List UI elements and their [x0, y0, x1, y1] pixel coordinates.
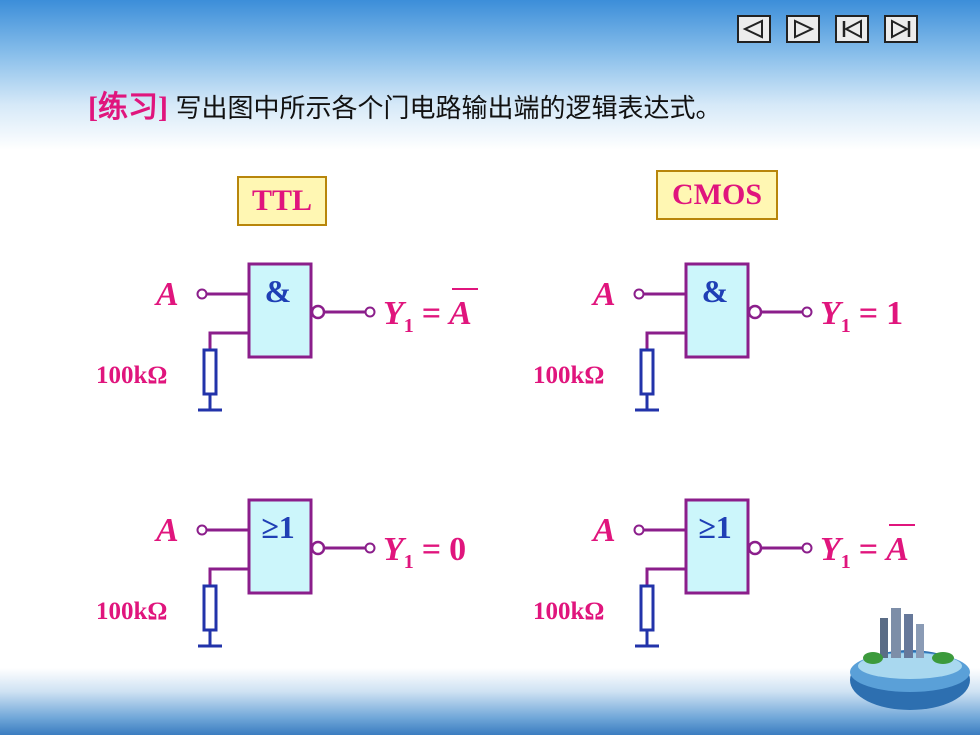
skip-first-icon — [842, 19, 862, 39]
output-expression: Y1=1 — [820, 295, 903, 337]
resistor — [202, 348, 218, 396]
inversion-bubble — [747, 304, 763, 320]
circuit-cmos-nor: A 100kΩ ≥1Y1=A — [533, 498, 915, 648]
resistor-label: 100kΩ — [533, 362, 604, 389]
gate-body — [247, 262, 313, 359]
cmos-label: CMOS — [656, 170, 778, 220]
gate-symbol: ≥1 — [261, 509, 295, 545]
input-label: A — [591, 512, 616, 549]
triangle-left-icon — [742, 19, 763, 39]
first-slide-button[interactable] — [835, 15, 869, 43]
gate-body — [684, 262, 750, 359]
resistor — [639, 584, 655, 632]
inversion-bubble — [310, 540, 326, 556]
resistor-label: 100kΩ — [533, 598, 604, 625]
ttl-label: TTL — [237, 176, 327, 226]
gate-symbol: ≥1 — [698, 509, 732, 545]
resistor-label: 100kΩ — [96, 598, 167, 625]
skip-last-icon — [891, 19, 911, 39]
input-terminal — [196, 288, 208, 300]
circuit-ttl-nand: A 100kΩ & Y1=A — [96, 262, 478, 412]
resistor-label: 100kΩ — [96, 362, 167, 389]
inversion-bubble — [310, 304, 326, 320]
output-terminal — [801, 542, 813, 554]
gate-body — [684, 498, 750, 595]
input-terminal — [633, 524, 645, 536]
resistor — [639, 348, 655, 396]
input-terminal — [633, 288, 645, 300]
bias-wire — [208, 331, 249, 350]
circuit-cmos-nand: A 100kΩ & Y1=1 — [533, 262, 903, 412]
output-terminal — [801, 306, 813, 318]
exercise-title: [练习] 写出图中所示各个门电路输出端的逻辑表达式。 — [88, 82, 722, 126]
prev-slide-button[interactable] — [737, 15, 771, 43]
triangle-right-icon — [794, 19, 815, 39]
gate-body — [247, 498, 313, 595]
inversion-bubble — [747, 540, 763, 556]
exercise-tag: [练习] — [88, 91, 168, 124]
next-slide-button[interactable] — [786, 15, 820, 43]
bias-wire — [645, 567, 686, 586]
footer-gradient — [0, 668, 980, 735]
input-label: A — [154, 512, 179, 549]
bias-wire — [208, 567, 249, 586]
input-terminal — [196, 524, 208, 536]
gate-symbol: & — [265, 273, 292, 309]
slide-navigation — [737, 15, 918, 43]
output-expression: Y1=A — [383, 295, 472, 337]
last-slide-button[interactable] — [884, 15, 918, 43]
output-terminal — [364, 542, 376, 554]
output-terminal — [364, 306, 376, 318]
resistor — [202, 584, 218, 632]
circuit-ttl-nor: A 100kΩ ≥1Y1=0 — [96, 498, 466, 648]
exercise-question: 写出图中所示各个门电路输出端的逻辑表达式。 — [175, 94, 722, 124]
output-expression: Y1=A — [820, 531, 909, 573]
output-expression: Y1=0 — [383, 531, 466, 573]
bias-wire — [645, 331, 686, 350]
input-label: A — [591, 276, 616, 313]
gate-symbol: & — [702, 273, 729, 309]
input-label: A — [154, 276, 179, 313]
globe-logo-icon — [850, 608, 970, 710]
